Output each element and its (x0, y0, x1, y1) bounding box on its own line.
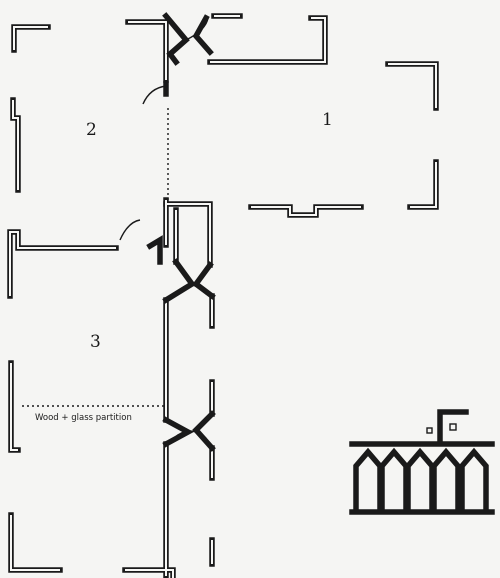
wall-room1-top-right-corner (385, 61, 439, 111)
wall-core-room1-bottom-right-corner (410, 162, 437, 208)
stair-post-right (449, 423, 457, 431)
partition-label: Wood + glass partition (34, 413, 133, 423)
door-room3-leaf (146, 235, 163, 265)
wall-core-corridor-frame (166, 203, 211, 265)
wall-core-room1-top-right-corner (388, 63, 437, 108)
wall-room1-bottom-segment (248, 204, 364, 218)
stair-railing (349, 409, 495, 447)
wall-room3-bottom-left (8, 512, 63, 573)
walls (7, 13, 439, 578)
doors (119, 12, 216, 452)
door-corridor-upper-arc (175, 284, 207, 295)
wall-room3-left (8, 360, 21, 453)
wall-room1-bottom-right-corner (407, 159, 439, 210)
room-label-2: 2 (86, 120, 97, 140)
wall-core-room3-bottom-right (125, 569, 174, 578)
wall-cores (9, 15, 437, 578)
dividers (22, 108, 169, 407)
room-label-3: 3 (90, 332, 101, 352)
wall-core-room2-upper-column (128, 21, 167, 80)
wall-core-room3-left (10, 363, 18, 451)
wall-room2-top-left-corner (11, 24, 51, 53)
door-top-arc (185, 17, 209, 41)
door-room2-arc (142, 85, 167, 105)
stair-post-left (426, 427, 433, 434)
wall-room2-upper-column (125, 19, 169, 83)
wall-room1-top (207, 15, 328, 65)
wall-core-room1-bottom-segment (251, 206, 361, 216)
wall-corridor-frame (163, 201, 213, 268)
wall-core-room3-bottom-left (10, 515, 60, 571)
door-corridor-upper (162, 258, 216, 304)
door-corridor-lower-arc (173, 430, 207, 439)
wall-core-room3-top (9, 231, 116, 296)
room-label-1: 1 (322, 110, 333, 130)
stair-arches (353, 447, 489, 513)
wall-core-room1-top (210, 17, 326, 63)
door-corridor-lower (162, 410, 216, 452)
door-room3-arc (119, 219, 141, 241)
door-top-double (162, 12, 214, 66)
wall-room3-top (7, 229, 119, 299)
wall-core-room2-top-left-corner (13, 26, 48, 50)
stair-element (349, 409, 495, 515)
wall-core-room2-left-segment (12, 100, 19, 190)
